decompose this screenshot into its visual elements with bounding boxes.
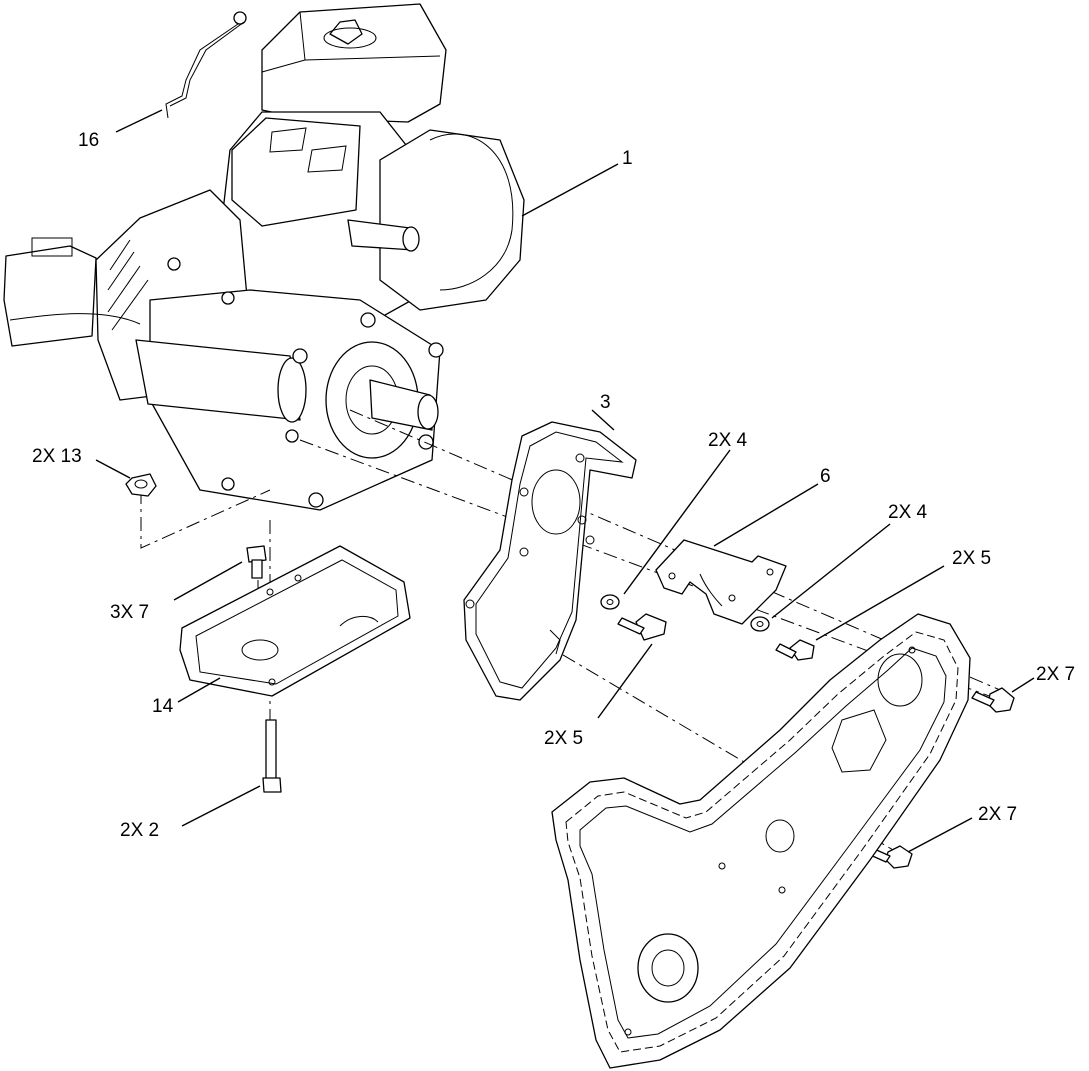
- callout-2x4-lower: 2X 4: [888, 502, 928, 523]
- bolt-5-right: [775, 639, 815, 661]
- callout-3x7: 3X 7: [110, 602, 149, 623]
- callout-2x7-lower: 2X 7: [978, 804, 1017, 825]
- bolt-7-lower: [867, 845, 913, 869]
- callout-2x13: 2X 13: [32, 446, 82, 467]
- washer-right: [750, 616, 770, 632]
- callout-2x5-upper: 2X 5: [952, 548, 991, 569]
- bracket-hole: [531, 469, 581, 535]
- adapter-plate: [655, 539, 787, 625]
- washer-left: [600, 594, 620, 610]
- bolt-2x2: [262, 719, 282, 793]
- engine-assembly: [3, 3, 525, 511]
- callout-6: 6: [820, 466, 831, 487]
- callout-1: 1: [622, 148, 633, 169]
- base-plate: [179, 545, 411, 697]
- callout-2x5-lower: 2X 5: [544, 728, 583, 749]
- callout-2x7-upper: 2X 7: [1036, 664, 1075, 685]
- starter-motor: [135, 339, 301, 421]
- callout-labels: 16 1 3 2X 4 6 2X 4 2X 5 2X 13 3X 7 14 2X…: [32, 130, 1075, 841]
- engine-bolts: [167, 257, 444, 508]
- callout-16: 16: [78, 130, 99, 151]
- callout-2x2: 2X 2: [120, 820, 159, 841]
- rocker-cover: [231, 117, 361, 227]
- muffler-shroud: [379, 129, 525, 311]
- belt-cover: [551, 613, 971, 1069]
- bolt-7-upper: [971, 687, 1015, 713]
- crankshaft: [369, 379, 433, 431]
- callout-2x4-upper: 2X 4: [708, 430, 748, 451]
- callout-3: 3: [600, 392, 611, 413]
- dipstick: [165, 11, 247, 119]
- mounting-bracket: [463, 421, 637, 701]
- callout-14: 14: [152, 696, 174, 717]
- engine-control-box: [3, 245, 97, 347]
- bolt-5-left: [617, 613, 667, 641]
- flange-nut: [125, 473, 157, 497]
- air-cleaner-knob: [329, 19, 363, 45]
- leader-lines: [95, 109, 1035, 853]
- pulley-boss-lower: [637, 933, 699, 1003]
- bolt-3x7: [246, 545, 267, 579]
